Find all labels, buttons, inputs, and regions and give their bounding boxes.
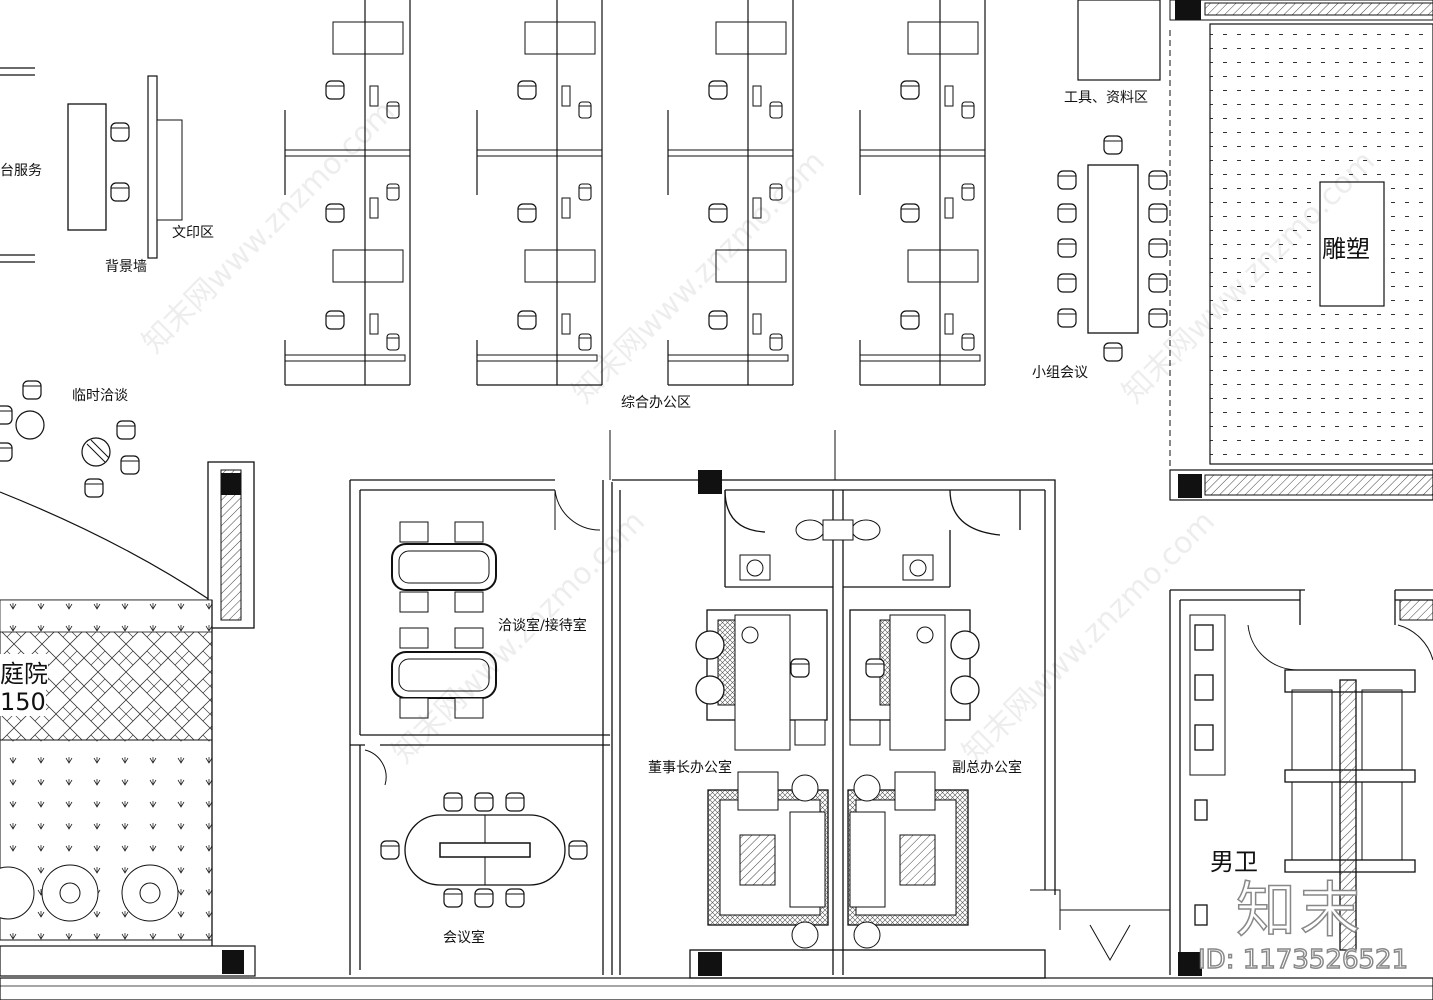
chairman-desk (695, 609, 828, 751)
reception-area (0, 67, 183, 263)
label-group-meeting: 小组会议 (1032, 365, 1088, 381)
mens-washroom (1169, 589, 1433, 975)
vice-desk (849, 609, 980, 751)
label-vice-gm: 副总办公室 (952, 760, 1022, 776)
label-print-area: 文印区 (172, 225, 214, 241)
label-chairman: 董事长办公室 (648, 760, 732, 776)
label-general-office: 综合办公区 (621, 395, 691, 411)
group-meeting-table (1057, 135, 1168, 362)
lounge-rugs (707, 771, 969, 949)
label-reception: 台服务 (0, 163, 42, 179)
brand-logo: 知末 (1235, 875, 1364, 947)
temp-talk-area (0, 380, 140, 498)
sculpture-court (1169, 0, 1433, 501)
executive-offices (609, 430, 1170, 979)
office-workstations (284, 0, 986, 386)
label-mens-wc: 男卫 (1210, 842, 1258, 877)
brand-id: ID: 1173526521 (1197, 944, 1409, 976)
label-back-wall: 背景墙 (105, 259, 147, 275)
label-tools-area: 工具、资料区 (1064, 90, 1148, 106)
label-negotiation: 洽谈室/接待室 (498, 618, 587, 634)
left-courtyard (0, 461, 256, 977)
negotiation-tables (391, 521, 497, 719)
negotiation-room (349, 479, 613, 975)
label-courtyard-dim: 150 (0, 688, 46, 716)
label-sculpture: 雕塑 (1322, 235, 1370, 263)
label-meeting-room: 会议室 (443, 930, 485, 946)
label-temp-talk: 临时洽谈 (72, 388, 128, 404)
label-courtyard: 庭院 (0, 654, 48, 689)
meeting-room-table (380, 792, 588, 908)
office-fixtures (739, 519, 934, 581)
